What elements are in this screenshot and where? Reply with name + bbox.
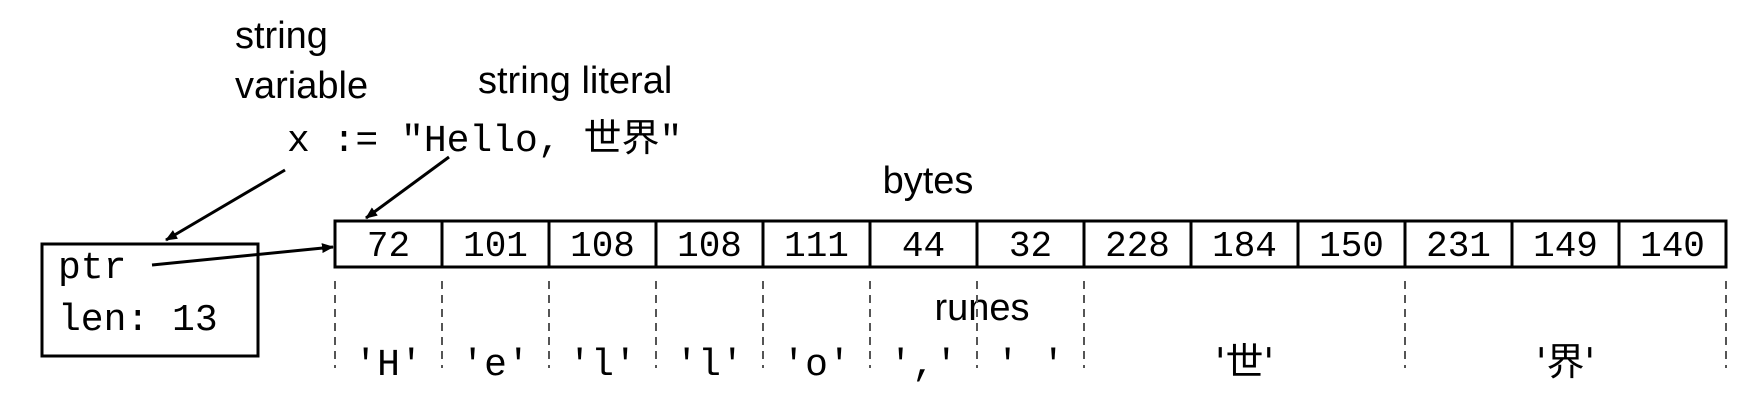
code-ascii: x := "Hello,: [287, 120, 583, 163]
rune-label: 'l': [675, 344, 743, 387]
rune-dividers: [334, 281, 1727, 368]
byte-cell: [333, 219, 444, 269]
ptr-field: ptr: [58, 247, 126, 290]
byte-cell: [1296, 219, 1407, 269]
byte-value: 150: [1319, 226, 1384, 267]
len-field: len: 13: [58, 299, 218, 342]
rune-label: '世': [1215, 340, 1274, 384]
rune-label: ',': [889, 344, 957, 387]
code-close-quote: ": [659, 120, 682, 163]
byte-value: 149: [1533, 226, 1598, 267]
byte-value: 32: [1009, 226, 1052, 267]
literal-arrow: [365, 155, 450, 220]
string-header-box: [40, 242, 260, 358]
rune-label: '界': [1536, 340, 1595, 384]
rune-label: ' ': [996, 344, 1064, 387]
string-variable-label-line2: variable: [235, 65, 368, 107]
ptr-arrow: [151, 243, 334, 267]
byte-value: 184: [1212, 226, 1277, 267]
byte-value: 108: [570, 226, 635, 267]
rune-labels: 'H' 'e' 'l' 'l' 'o' ',' ' ' '世' '界': [354, 340, 1595, 387]
rune-label: 'e': [461, 344, 529, 387]
code-line: x := "Hello, 世界": [287, 116, 682, 163]
byte-value: 111: [784, 226, 849, 267]
runes-label: runes: [934, 287, 1029, 329]
byte-cell: [440, 219, 551, 269]
byte-array: 72 101 108 108 111 44 32 228 184 150 231 149 140: [333, 219, 1728, 269]
rune-label: 'H': [354, 344, 422, 387]
byte-value: 231: [1426, 226, 1491, 267]
byte-value: 72: [367, 226, 410, 267]
byte-value: 108: [677, 226, 742, 267]
byte-value: 140: [1640, 226, 1705, 267]
byte-cell: [1082, 219, 1193, 269]
string-variable-label-line1: string: [235, 15, 328, 57]
rune-label: 'o': [782, 344, 850, 387]
code-cjk: 世界: [583, 116, 659, 160]
bytes-label: bytes: [883, 160, 974, 202]
byte-value: 101: [463, 226, 528, 267]
byte-value: 44: [902, 226, 945, 267]
byte-cell: [1617, 219, 1728, 269]
string-literal-label: string literal: [478, 60, 672, 102]
byte-value: 228: [1105, 226, 1170, 267]
variable-arrow: [165, 168, 286, 242]
rune-label: 'l': [568, 344, 636, 387]
